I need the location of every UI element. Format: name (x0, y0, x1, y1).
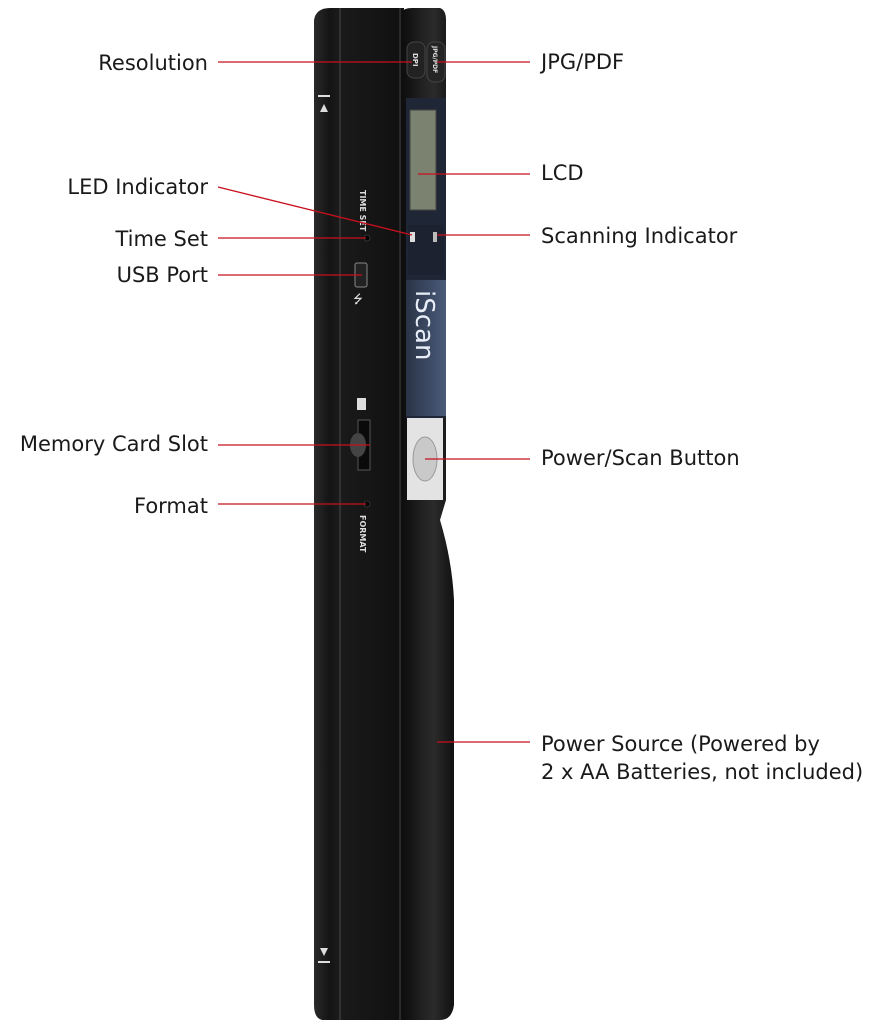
label-time-set: Time Set (115, 227, 208, 251)
label-usb-port: USB Port (116, 263, 208, 287)
label-power-source-line2: 2 x AA Batteries, not included) (541, 760, 864, 784)
dpi-button (406, 41, 426, 79)
jpg-pdf-button-label: JPG/PDF (431, 45, 438, 73)
label-scanning-indicator: Scanning Indicator (541, 224, 738, 248)
time-set-label: TIME SET (358, 190, 367, 232)
label-memory-card-slot: Memory Card Slot (19, 432, 208, 456)
label-led-indicator: LED Indicator (67, 175, 208, 199)
dpi-button-label: DPI (411, 53, 419, 67)
scan-end-arrow-icon (320, 948, 328, 956)
label-jpg-pdf: JPG/PDF (541, 50, 625, 74)
leader-lines (217, 61, 530, 743)
brand-logo: iScan (409, 290, 439, 360)
scan-start-arrow-icon (320, 104, 328, 112)
brand-panel (406, 280, 446, 416)
lcd-screen (409, 109, 437, 211)
label-format: Format (133, 494, 208, 518)
label-power-source: Power Source (Powered by (541, 732, 820, 756)
label-lcd: LCD (541, 161, 584, 185)
scanner-left-edge (314, 8, 345, 1020)
format-label: FORMAT (358, 515, 367, 553)
scanning-indicator-led (410, 232, 415, 242)
leader-led (217, 186, 413, 236)
label-power-scan-button: Power/Scan Button (541, 446, 740, 470)
memory-card-icon (357, 398, 366, 410)
label-resolution: Resolution (98, 51, 208, 75)
scanner-side-face (340, 8, 404, 1020)
usb-icon: ⭍ (353, 292, 363, 306)
